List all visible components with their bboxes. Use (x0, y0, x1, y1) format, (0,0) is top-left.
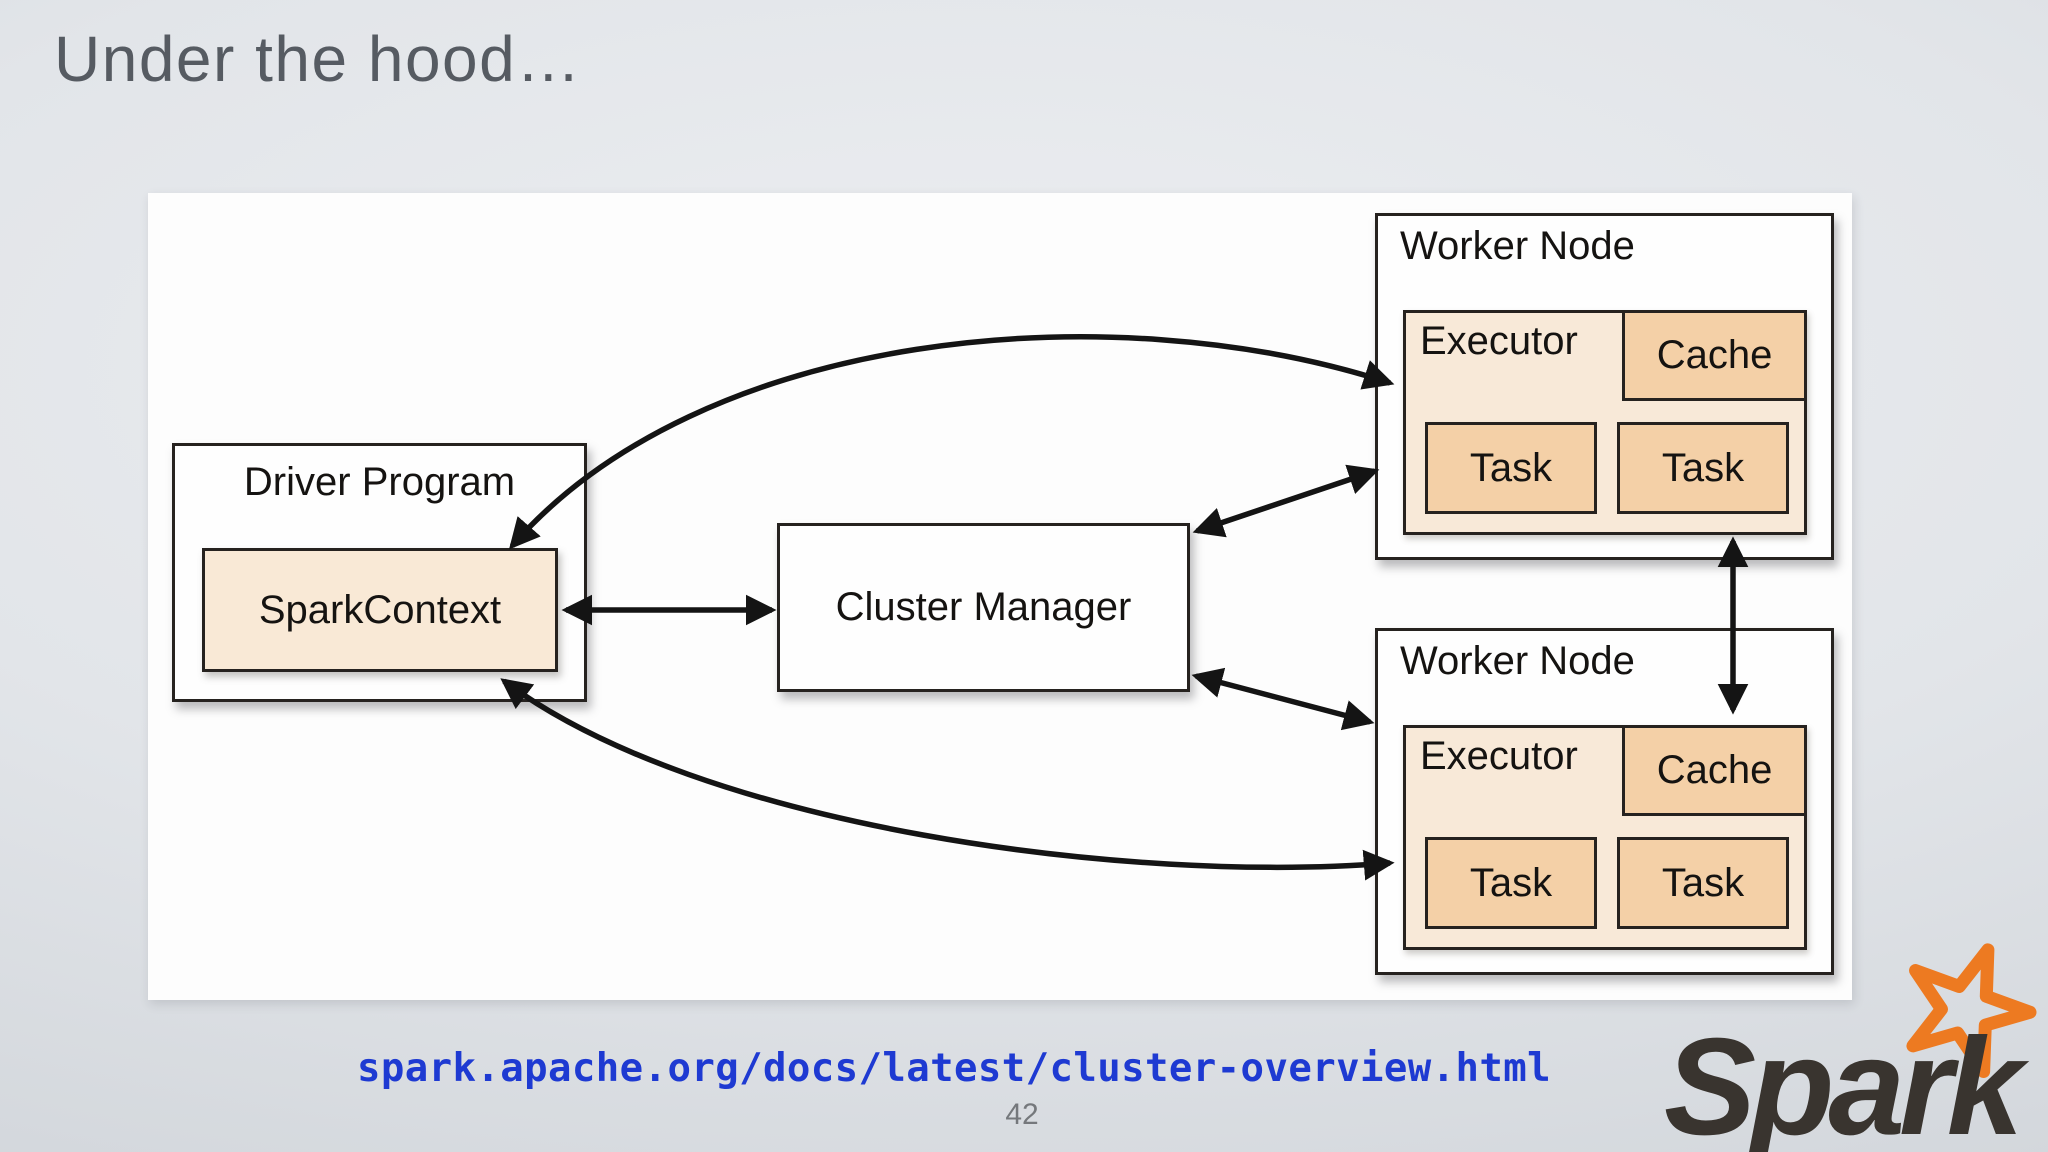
spark-logo: Spark (1650, 895, 2048, 1152)
worker-2-task-label: Task (1661, 860, 1745, 905)
worker-1-executor-box: Executor Cache Task Task (1403, 310, 1807, 535)
worker-2-task-box: Task (1617, 837, 1789, 929)
diagram-panel: Driver Program SparkContext Cluster Mana… (148, 193, 1852, 1000)
worker-2-cache-label: Cache (1656, 748, 1773, 792)
worker-1-task-label: Task (1661, 445, 1745, 490)
worker-1-task-box: Task (1425, 422, 1597, 514)
page-number: 42 (1005, 1098, 1039, 1131)
spark-context-label: SparkContext (258, 587, 502, 632)
driver-program-label: Driver Program (243, 460, 516, 504)
worker-2-task-label: Task (1469, 860, 1553, 905)
worker-node-2-box: Worker Node Executor Cache Task Task (1375, 628, 1834, 975)
worker-2-executor-label: Executor (1420, 734, 1578, 778)
cluster-manager-label: Cluster Manager (835, 585, 1132, 629)
worker-1-cache-label: Cache (1656, 333, 1773, 377)
worker-node-1-box: Worker Node Executor Cache Task Task (1375, 213, 1834, 560)
doc-link[interactable]: spark.apache.org/docs/latest/cluster-ove… (357, 1046, 1551, 1091)
worker-2-executor-box: Executor Cache Task Task (1403, 725, 1807, 950)
worker-node-2-label: Worker Node (1400, 639, 1635, 683)
driver-program-box: Driver Program SparkContext (172, 443, 587, 702)
spark-star-icon (1906, 943, 2037, 1079)
worker-1-task-box: Task (1617, 422, 1789, 514)
cluster-manager-box: Cluster Manager (777, 523, 1190, 692)
worker-1-task-label: Task (1469, 445, 1553, 490)
spark-context-box: SparkContext (202, 548, 558, 672)
worker-1-cache-box: Cache (1622, 310, 1807, 401)
spark-logo-text: Spark (1664, 1010, 2024, 1152)
slide-title: Under the hood… (54, 23, 582, 95)
worker-2-cache-box: Cache (1622, 725, 1807, 816)
worker-1-executor-label: Executor (1420, 319, 1578, 363)
worker-2-task-box: Task (1425, 837, 1597, 929)
worker-node-1-label: Worker Node (1400, 224, 1635, 268)
